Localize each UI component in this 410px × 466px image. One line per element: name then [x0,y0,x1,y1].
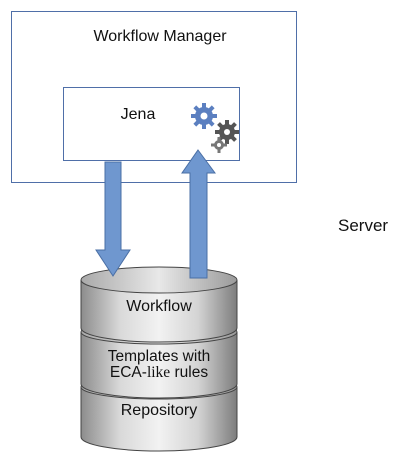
templates-label-eca: ECA- [109,364,147,382]
templates-layer-label: Templates with ECA-like rules [81,348,237,382]
gears-icon [191,103,239,153]
repository-layer-label: Repository [120,402,198,419]
workflow-manager-label: Workflow Manager [93,28,227,45]
templates-label-line1: Templates with [107,348,211,365]
templates-label-rules: rules [170,364,209,382]
down-arrow [95,161,131,277]
repository-cylinder [80,266,238,452]
jena-label: Jena [120,106,156,123]
server-label: Server [338,216,389,235]
templates-label-like: like [146,364,171,382]
templates-label-line2: ECA-like rules [81,365,237,381]
workflow-layer-label: Workflow [126,298,192,315]
up-arrow [181,149,216,279]
